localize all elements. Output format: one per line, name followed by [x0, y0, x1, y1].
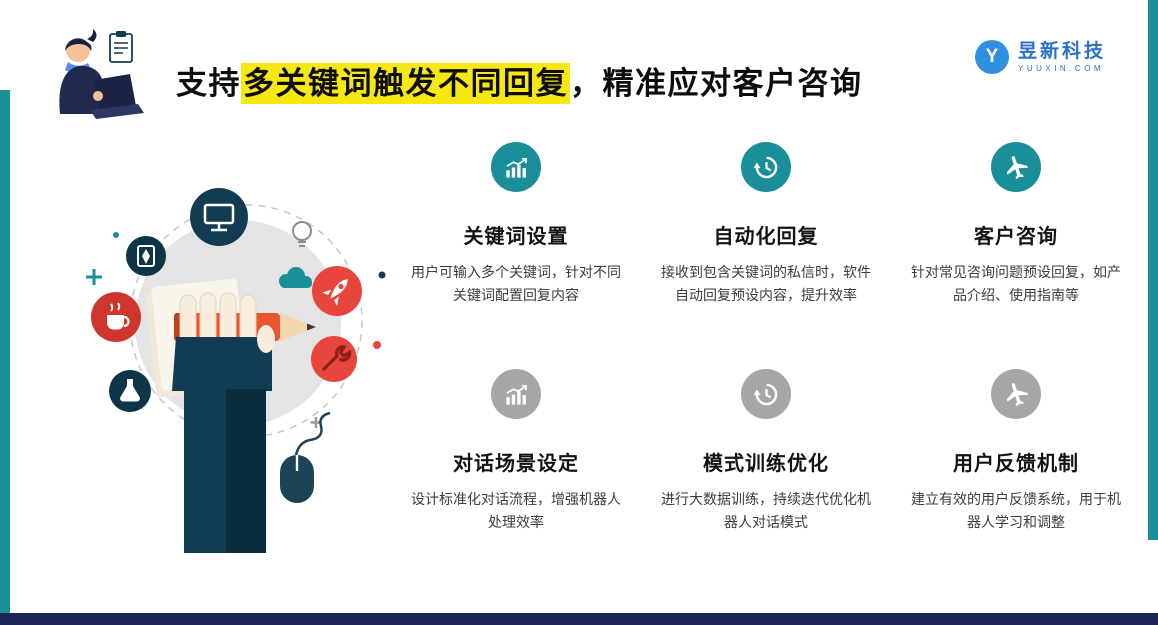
title-prefix: 支持 — [176, 66, 241, 101]
history-clock-icon — [741, 142, 791, 192]
logo-domain: YUUXIN.COM — [1017, 63, 1105, 73]
lightbulb-icon — [292, 221, 312, 247]
title-suffix: ，精准应对客户咨询 — [570, 66, 863, 101]
bottom-accent-bar — [0, 613, 1158, 625]
rocket-icon — [312, 266, 362, 316]
feature-grid: 关键词设置 用户可输入多个关键词，针对不同关键词配置回复内容 自动化回复 接收到… — [408, 142, 1124, 534]
clipboard-icon — [109, 31, 133, 63]
feature-title: 关键词设置 — [463, 226, 569, 248]
feature-desc: 建立有效的用户反馈系统，用于机器人学习和调整 — [911, 491, 1121, 531]
feature-desc: 接收到包含关键词的私信时，软件自动回复预设内容，提升效率 — [661, 264, 871, 304]
feature-card: 关键词设置 用户可输入多个关键词，针对不同关键词配置回复内容 — [408, 142, 624, 307]
monitor-icon — [190, 188, 248, 246]
plus-decoration — [86, 269, 102, 285]
fist — [172, 337, 272, 391]
feature-desc: 针对常见咨询问题预设回复，如产品介绍、使用指南等 — [911, 264, 1121, 304]
logo-company-name: 昱新科技 — [1017, 40, 1106, 62]
feature-desc: 进行大数据训练，持续迭代优化机器人对话模式 — [661, 491, 871, 531]
title-highlight: 多关键词触发不同回复 — [241, 63, 570, 104]
feature-card: 对话场景设定 设计标准化对话流程，增强机器人处理效率 — [408, 369, 624, 534]
mouse-icon — [280, 411, 331, 503]
page-title: 支持多关键词触发不同回复，精准应对客户咨询 — [176, 58, 863, 104]
logo-mark-icon: Y — [974, 40, 1009, 74]
feature-card: 自动化回复 接收到包含关键词的私信时，软件自动回复预设内容，提升效率 — [658, 142, 874, 307]
cloud-icon — [279, 267, 312, 288]
flask-icon — [109, 370, 151, 412]
feature-title: 模式训练优化 — [703, 453, 829, 476]
feature-title: 客户咨询 — [974, 226, 1058, 248]
feature-card: 用户反馈机制 建立有效的用户反馈系统，用于机器人学习和调整 — [908, 369, 1124, 534]
history-clock-icon — [741, 369, 791, 420]
feature-title: 对话场景设定 — [453, 453, 579, 476]
right-accent-bar — [1148, 0, 1158, 540]
feature-card: 客户咨询 针对常见咨询问题预设回复，如产品介绍、使用指南等 — [908, 142, 1124, 307]
plane-icon — [991, 369, 1041, 420]
brand-logo: Y 昱新科技 YUUXIN.COM — [974, 40, 1106, 74]
feature-desc: 用户可输入多个关键词，针对不同关键词配置回复内容 — [411, 264, 621, 304]
hand-fingers — [179, 292, 257, 348]
growth-chart-icon — [491, 142, 541, 192]
plane-icon — [991, 142, 1041, 192]
left-accent-bar — [0, 90, 10, 613]
feature-desc: 设计标准化对话流程，增强机器人处理效率 — [411, 491, 621, 531]
feature-title: 用户反馈机制 — [953, 453, 1079, 476]
person-laptop-illustration — [59, 29, 144, 119]
growth-chart-icon — [491, 369, 541, 420]
coffee-icon — [91, 292, 141, 342]
feature-card: 模式训练优化 进行大数据训练，持续迭代优化机器人对话模式 — [658, 369, 874, 534]
hand-pencil-illustration — [86, 188, 386, 553]
pen-tool-icon — [126, 236, 166, 276]
feature-title: 自动化回复 — [713, 226, 819, 248]
wrench-icon — [311, 336, 357, 382]
